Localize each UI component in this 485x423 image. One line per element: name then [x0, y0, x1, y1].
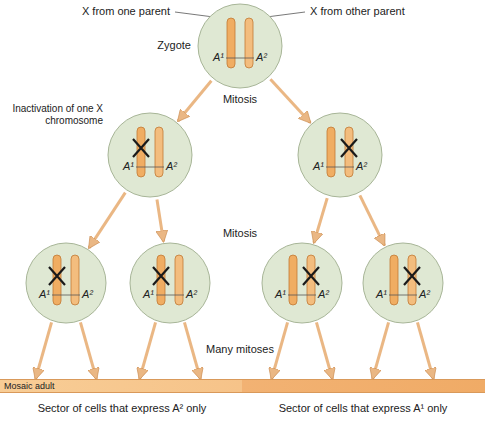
allele-label: A¹	[123, 160, 134, 173]
step-label: Many mitoses	[204, 343, 276, 356]
locus-line	[136, 167, 164, 168]
allele-label: A²	[82, 288, 93, 301]
cell-outline	[197, 3, 283, 89]
mosaic-band: Mosaic adult	[0, 379, 485, 393]
allele-label: A²	[186, 288, 197, 301]
cell-circle	[198, 4, 282, 88]
locus-line	[52, 295, 80, 296]
mitosis-arrow	[89, 193, 125, 248]
mitosis-arrow	[270, 79, 310, 122]
allele-label: A¹	[143, 288, 154, 301]
inactivation-mark	[153, 267, 169, 285]
band-label: Mosaic adult	[4, 380, 55, 392]
cell: ZygoteA¹A²	[197, 3, 283, 89]
allele-label: A²	[166, 160, 177, 173]
x-chromosome	[245, 18, 253, 68]
sector-label: Sector of cells that express A¹ only	[277, 402, 450, 415]
mitosis-arrow	[373, 322, 389, 379]
allele-label: A¹	[376, 288, 387, 301]
allele-label: A¹	[39, 288, 50, 301]
callout-label: X from other parent	[308, 5, 407, 18]
inactivation-mark	[404, 267, 420, 285]
locus-line	[389, 295, 417, 296]
cell-circle	[363, 243, 443, 323]
cell: Inactivation of one X chromosomeA¹A²	[107, 112, 193, 198]
cell-outline	[107, 112, 193, 198]
inactivation-mark	[303, 267, 319, 285]
cell-circle	[262, 243, 342, 323]
mitosis-arrow	[178, 81, 211, 121]
x-chromosome	[71, 255, 79, 305]
cell: A¹ A²	[362, 242, 444, 324]
mitosis-arrow	[360, 195, 385, 245]
inactivation-mark	[133, 139, 149, 157]
cell: A¹ A²	[297, 112, 383, 198]
allele-label: A¹	[313, 160, 324, 173]
mitosis-arrow	[36, 322, 52, 379]
allele-label: A²	[419, 288, 430, 301]
step-label: Mitosis	[221, 93, 259, 106]
cell-circle	[298, 113, 382, 197]
allele-label: A¹	[275, 288, 286, 301]
mitosis-arrow	[314, 198, 327, 243]
locus-line	[326, 167, 354, 168]
step-label: Mitosis	[221, 227, 259, 240]
cell: A¹ A²	[25, 242, 107, 324]
cell-outline	[129, 242, 211, 324]
cell: A¹ A²	[129, 242, 211, 324]
allele-label: A²	[318, 288, 329, 301]
inactivation-mark	[49, 267, 65, 285]
cell-circle	[108, 113, 192, 197]
locus-line	[226, 58, 254, 59]
locus-line	[156, 295, 184, 296]
inactivation-mark	[341, 139, 357, 157]
x-chromosome	[227, 18, 235, 68]
allele-label: A²	[356, 160, 367, 173]
mitosis-arrow	[80, 322, 96, 379]
cell-circle	[26, 243, 106, 323]
cell: A¹ A²	[261, 242, 343, 324]
cell-outline	[25, 242, 107, 324]
mitosis-arrow	[417, 322, 433, 379]
locus-line	[288, 295, 316, 296]
cell-circle	[130, 243, 210, 323]
allele-label: A²	[256, 51, 267, 64]
cell-heading: Zygote	[157, 39, 191, 52]
x-chromosome	[390, 255, 398, 305]
x-chromosome	[289, 255, 297, 305]
allele-label: A¹	[213, 51, 224, 64]
cell-outline	[297, 112, 383, 198]
cell-heading: Inactivation of one X chromosome	[3, 103, 103, 127]
mitosis-arrow	[184, 322, 200, 379]
x-chromosome	[175, 255, 183, 305]
cell-outline	[362, 242, 444, 324]
sector-label: Sector of cells that express A² only	[36, 402, 209, 415]
callout-label: X from one parent	[80, 5, 172, 18]
mitosis-arrow	[316, 322, 332, 379]
x-chromosome	[155, 127, 163, 177]
mitosis-arrow	[157, 199, 164, 241]
mitosis-arrow	[140, 322, 156, 379]
cell-outline	[261, 242, 343, 324]
x-chromosome	[327, 127, 335, 177]
